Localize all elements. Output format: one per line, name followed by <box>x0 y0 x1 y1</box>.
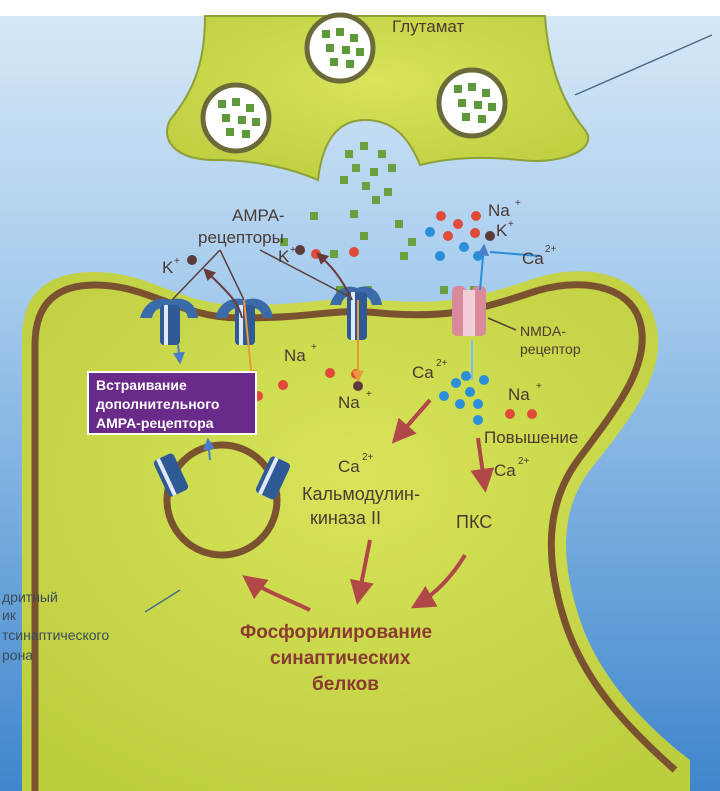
label-nmda-1: NMDA- <box>520 323 566 339</box>
label-increase: Повышение <box>484 428 578 447</box>
k-ions <box>187 231 495 391</box>
vesicle-3 <box>436 67 508 139</box>
label-k-mid: K <box>278 247 290 266</box>
label-glutamate: Глутамат <box>392 17 464 36</box>
presynaptic-terminal <box>166 15 590 182</box>
label-ca-mid-charge: 2+ <box>436 358 448 369</box>
postsynaptic-membrane <box>31 281 678 791</box>
pointer-line-left <box>144 589 181 613</box>
label-left-1: дритный <box>2 589 58 605</box>
label-insert-2: дополнительного <box>96 396 219 412</box>
top-white-margin <box>0 0 720 16</box>
label-na-right: Na <box>508 385 530 404</box>
label-na-right-charge: + <box>536 381 542 392</box>
label-nmda-2: рецептор <box>520 341 581 357</box>
label-na-top: Na <box>488 201 510 220</box>
label-ampa-1: AMPA- <box>232 206 285 225</box>
label-kinase-2: киназа II <box>310 508 381 528</box>
pathway-arrows <box>242 398 495 612</box>
label-ca-left-charge: 2+ <box>362 452 374 463</box>
label-ca-top-charge: 2+ <box>545 244 557 255</box>
label-kinase-1: Кальмодулин- <box>302 484 420 504</box>
label-left-3: тсинаптического <box>2 627 109 643</box>
label-pkc: ПКС <box>456 512 492 532</box>
label-phos-3: белков <box>312 674 379 695</box>
label-ca-top: Ca <box>522 249 544 268</box>
label-left-4: рона <box>2 647 33 663</box>
label-na-mid-charge: + <box>311 342 317 353</box>
label-na-mid2-charge: + <box>366 389 372 400</box>
ion-flow-arrows <box>172 243 541 461</box>
label-phos-1: Фосфорилирование <box>240 622 432 643</box>
vesicle-1 <box>304 12 376 84</box>
label-left-2: ик <box>2 607 17 623</box>
ampa-receptor-1 <box>140 298 198 345</box>
ampa-receptor-endosome-1 <box>153 453 189 497</box>
label-k-mid-charge: + <box>290 245 296 256</box>
label-ca-right-charge: 2+ <box>518 456 530 467</box>
label-na-mid: Na <box>284 346 306 365</box>
label-insert-1: Встраивание <box>96 377 187 393</box>
label-phos-2: синаптических <box>270 648 411 669</box>
ampa-receptor-endosome-2 <box>255 456 291 500</box>
label-insert-3: AMPA-рецептора <box>96 415 214 431</box>
label-na-top-charge: + <box>515 198 521 209</box>
label-ampa-2: рецепторы <box>198 228 284 247</box>
label-ca-right: Ca <box>494 461 516 480</box>
ca-ions <box>425 227 489 425</box>
label-ca-left: Ca <box>338 457 360 476</box>
vesicle-2 <box>200 82 272 154</box>
label-k-right-charge: + <box>508 219 514 230</box>
label-ca-mid: Ca <box>412 363 434 382</box>
label-k-left: K <box>162 258 174 277</box>
label-k-right: K <box>496 221 508 240</box>
pointer-line-top <box>574 34 713 96</box>
label-k-left-charge: + <box>174 256 180 267</box>
insertion-label-box <box>87 371 257 435</box>
nmda-receptor <box>452 286 486 336</box>
endosome-vesicle <box>163 441 281 559</box>
ampa-pointer-lines <box>171 249 517 331</box>
label-na-mid2: Na <box>338 393 360 412</box>
